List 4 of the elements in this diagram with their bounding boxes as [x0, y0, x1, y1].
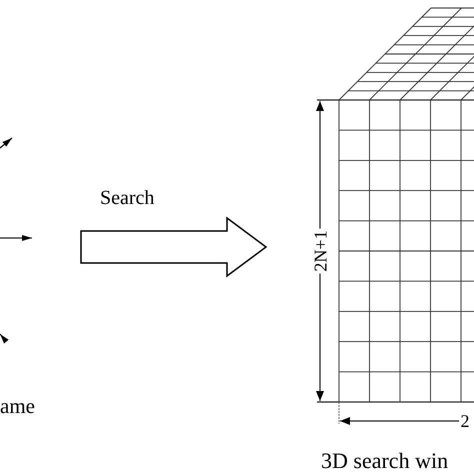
block-arrow: [80, 216, 268, 278]
dimension-label: 2: [458, 412, 472, 430]
frame-caption: ame: [0, 396, 35, 417]
window-caption: 3D search win: [321, 450, 448, 472]
